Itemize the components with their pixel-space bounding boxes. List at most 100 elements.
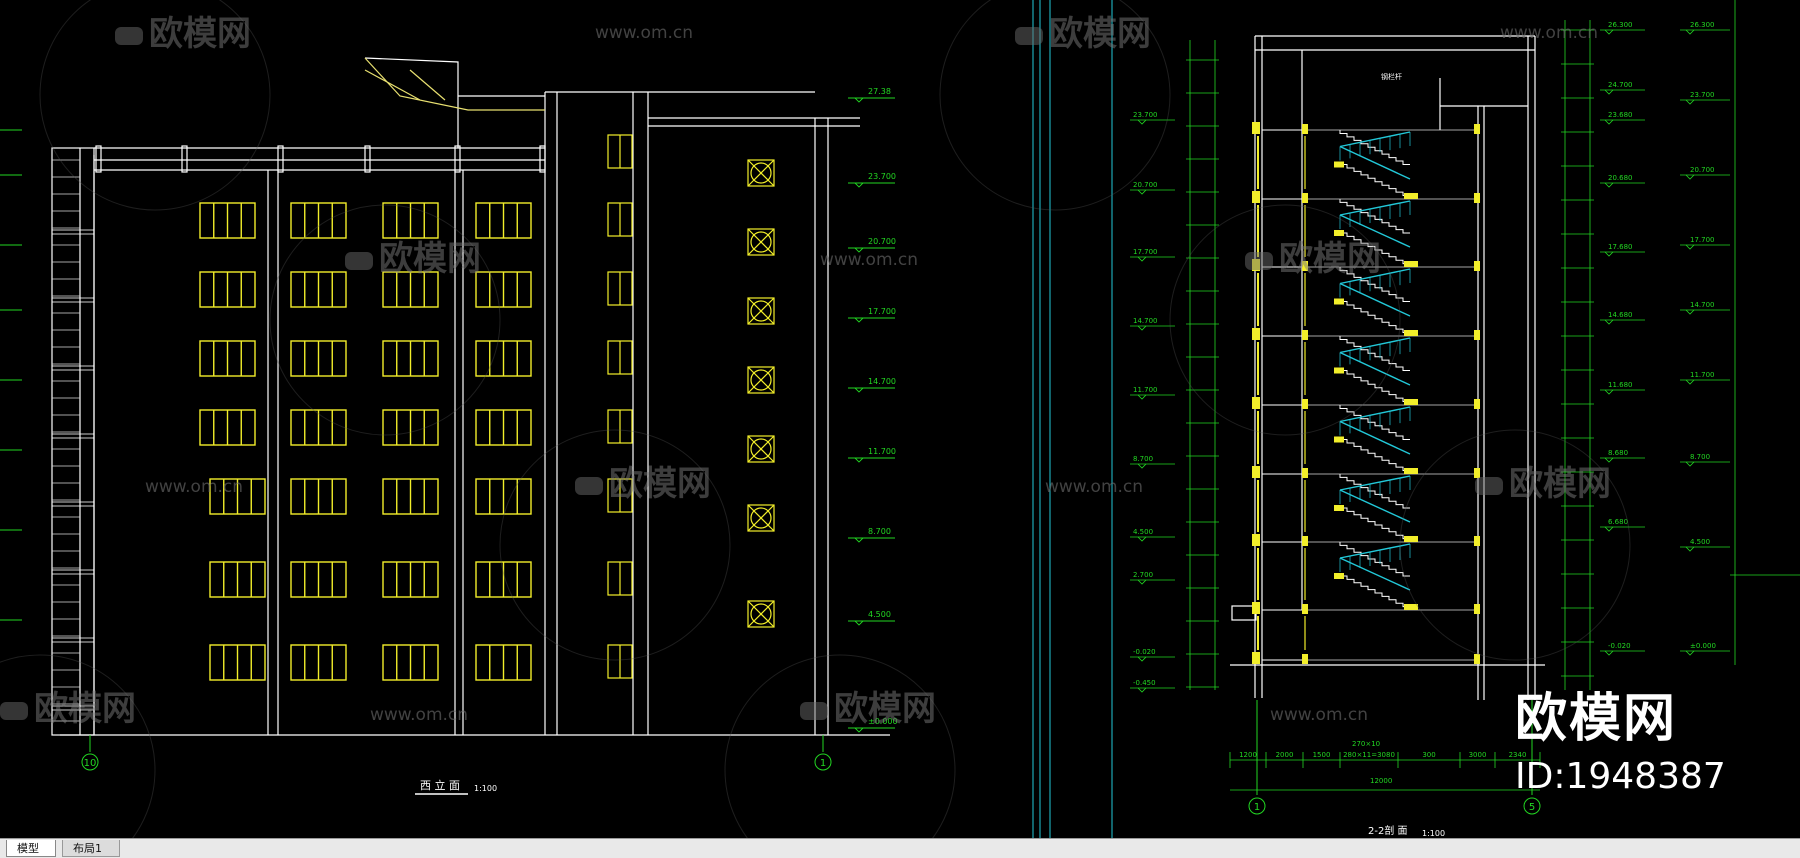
svg-text:1200: 1200	[1239, 751, 1257, 759]
side-window	[607, 644, 633, 679]
side-window	[607, 134, 633, 169]
svg-text:欧模网: 欧模网	[1049, 14, 1151, 54]
stair-dim-label: 270×10	[1352, 740, 1380, 748]
svg-text:欧模网: 欧模网	[609, 464, 711, 504]
stair-flight	[1334, 474, 1418, 542]
svg-text:23.680: 23.680	[1608, 111, 1633, 119]
svg-text:1:100: 1:100	[474, 784, 497, 793]
svg-text:欧模网: 欧模网	[34, 689, 136, 729]
svg-text:2.700: 2.700	[1133, 571, 1153, 579]
svg-text:欧模网: 欧模网	[834, 689, 936, 729]
svg-text:-0.450: -0.450	[1133, 679, 1156, 687]
elevation-window	[382, 478, 439, 515]
elevation-window	[290, 644, 347, 681]
dimension-label: 3000	[1469, 751, 1487, 759]
vent-window	[747, 504, 775, 532]
svg-text:8.680: 8.680	[1608, 449, 1628, 457]
svg-text:欧模网: 欧模网	[379, 239, 481, 279]
roof-railing-note: 钢栏杆	[1381, 72, 1402, 81]
svg-text:6.680: 6.680	[1608, 518, 1628, 526]
elevation-window	[475, 561, 532, 598]
section-level-marker: -0.020	[1130, 648, 1175, 662]
watermark-url: www.om.cn	[1500, 23, 1598, 43]
section-right-level-marker: 6.680	[1600, 518, 1645, 532]
side-window	[607, 202, 633, 237]
svg-text:17.700: 17.700	[868, 307, 896, 316]
section-title: 2-2剖 面 1:100	[1368, 824, 1445, 838]
stair-flight	[1334, 130, 1418, 199]
side-window	[607, 340, 633, 375]
layout-tab-bar: 模型 布局1	[0, 838, 1800, 858]
svg-text:300: 300	[1422, 751, 1435, 759]
svg-text:20.680: 20.680	[1608, 174, 1633, 182]
svg-text:2-2剖 面: 2-2剖 面	[1368, 824, 1408, 837]
level-marker: 20.700	[848, 237, 896, 253]
far-right-level-marker: 11.700	[1680, 371, 1730, 385]
watermark-url: www.om.cn	[370, 705, 468, 725]
svg-text:280×11=3080: 280×11=3080	[1343, 751, 1395, 759]
svg-text:11.680: 11.680	[1608, 381, 1633, 389]
elevation-window	[382, 644, 439, 681]
side-window	[607, 561, 633, 596]
brand-logo-text: 欧模网	[1515, 689, 1678, 749]
section-level-marker: 11.700	[1130, 386, 1175, 400]
vent-window	[747, 228, 775, 256]
side-window	[607, 409, 633, 444]
svg-text:4.500: 4.500	[1133, 528, 1153, 536]
svg-text:1500: 1500	[1313, 751, 1331, 759]
watermark-url: www.om.cn	[145, 477, 243, 497]
dimension-label: 1200	[1239, 751, 1257, 759]
svg-text:欧模网: 欧模网	[1509, 464, 1611, 504]
svg-text:17.700: 17.700	[1690, 236, 1715, 244]
svg-text:5: 5	[1529, 802, 1535, 813]
elevation-window	[209, 478, 266, 515]
far-right-level-marker: 4.500	[1680, 538, 1730, 552]
elevation-window	[475, 478, 532, 515]
svg-text:20.700: 20.700	[1690, 166, 1715, 174]
elevation-vent-windows	[747, 159, 775, 628]
section-right-level-marker: 26.300	[1600, 21, 1645, 35]
level-marker: 8.700	[848, 527, 895, 543]
svg-text:2000: 2000	[1276, 751, 1294, 759]
svg-text:14.700: 14.700	[1690, 301, 1715, 309]
elevation-window	[475, 409, 532, 446]
section-right-level-marker: -0.020	[1600, 642, 1645, 656]
section-right-level-marker: 23.680	[1600, 111, 1645, 125]
section-right-level-marker: 17.680	[1600, 243, 1645, 257]
section-floor-slabs	[1252, 122, 1480, 664]
svg-text:14.700: 14.700	[868, 377, 896, 386]
section-level-marker: 23.700	[1130, 111, 1175, 125]
far-right-level-marker: ±0.000	[1680, 642, 1730, 656]
section-right-level-marker: 14.680	[1600, 311, 1645, 325]
brand-id-text: ID:1948387	[1515, 756, 1726, 797]
level-marker: 27.38	[848, 87, 895, 103]
svg-text:26.300: 26.300	[1690, 21, 1715, 29]
level-marker: 4.500	[848, 610, 895, 626]
far-right-dimensions: 26.30023.70020.70017.70014.70011.7008.70…	[1680, 0, 1800, 665]
svg-text:27.38: 27.38	[868, 87, 891, 96]
elevation-window	[382, 561, 439, 598]
cad-drawing-canvas[interactable]: 27.3823.70020.70017.70014.70011.7008.700…	[0, 0, 1800, 838]
vent-window	[747, 297, 775, 325]
watermark-logo: 欧模网	[724, 654, 956, 838]
section-bottom-dimensions: 1200 2000 1500 280×11=3080 300 3000 2340	[1229, 751, 1541, 791]
svg-text:-0.020: -0.020	[1133, 648, 1156, 656]
section-right-level-marker: 11.680	[1600, 381, 1645, 395]
elevation-level-markers: 27.3823.70020.70017.70014.70011.7008.700…	[848, 87, 898, 733]
elevation-window	[382, 340, 439, 377]
stair-flight	[1334, 199, 1418, 267]
left-level-markers	[0, 129, 22, 621]
level-marker: 14.700	[848, 377, 896, 393]
elevation-window	[199, 271, 256, 308]
tab-model[interactable]: 模型	[6, 840, 56, 857]
svg-text:2340: 2340	[1509, 751, 1527, 759]
watermark-url: www.om.cn	[1270, 705, 1368, 725]
section-level-marker: 2.700	[1130, 571, 1175, 585]
tab-layout1[interactable]: 布局1	[62, 840, 120, 857]
elevation-window	[199, 340, 256, 377]
axis-label-10: 10	[84, 758, 97, 769]
far-right-level-marker: 20.700	[1680, 166, 1730, 180]
section-left-dimensions: 23.70020.70017.70014.70011.7008.7004.500…	[1130, 40, 1219, 693]
axis-bubble-10: 10	[81, 735, 99, 771]
watermark-url: www.om.cn	[1045, 477, 1143, 497]
